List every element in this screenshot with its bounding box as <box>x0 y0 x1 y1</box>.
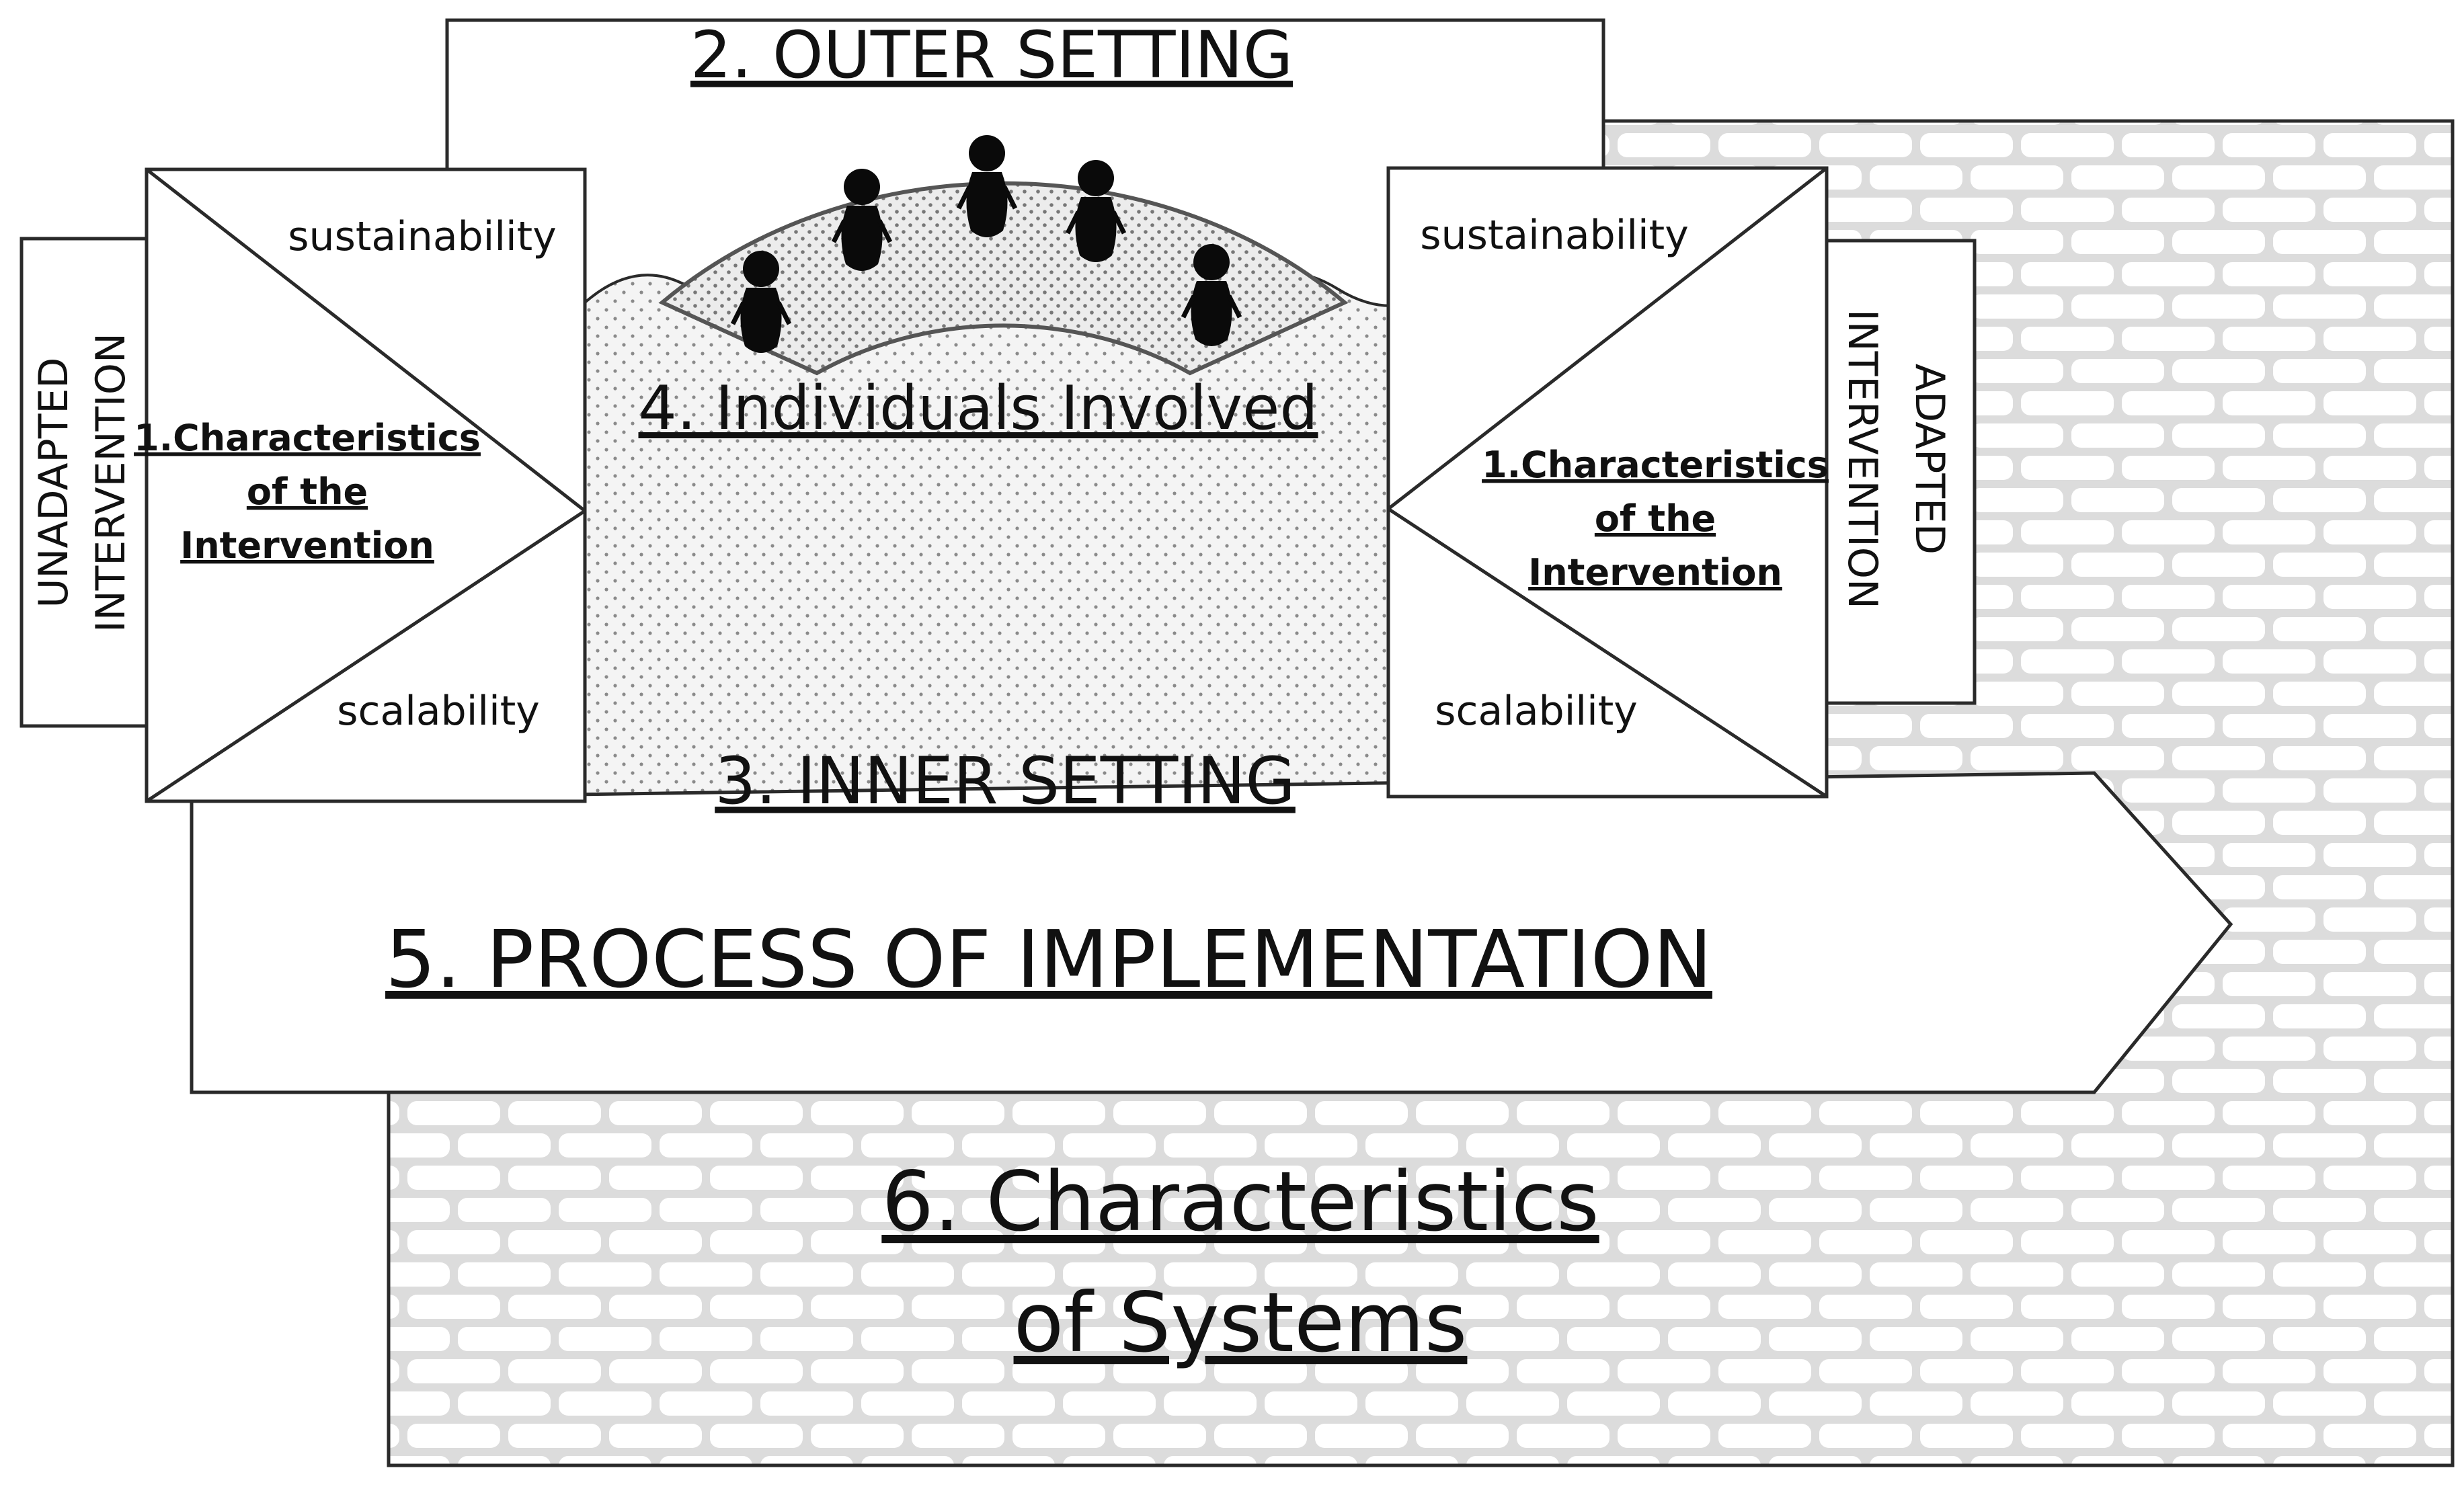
people-group <box>730 135 1242 353</box>
inner-setting-label: 3. INNER SETTING <box>715 743 1296 819</box>
unadapted-label-line1: UNADAPTED <box>30 358 77 608</box>
person-icon <box>956 135 1018 237</box>
systems-label-line2: of Systems <box>1014 1275 1468 1371</box>
person-icon <box>730 251 792 353</box>
left-sustainability-label: sustainability <box>288 213 556 260</box>
right-scalability-label: scalability <box>1435 688 1638 735</box>
individuals-label: 4. Individuals Involved <box>639 373 1318 444</box>
systems-label-line1: 6. Characteristics <box>881 1154 1599 1250</box>
right-diagonal-top <box>1387 167 1828 510</box>
right-characteristics-line3: Intervention <box>1528 551 1782 594</box>
left-characteristics-line3: Intervention <box>180 524 434 567</box>
outer-setting-label: 2. OUTER SETTING <box>690 17 1293 93</box>
right-diagonal-bottom <box>1387 507 1828 799</box>
person-icon <box>831 169 893 271</box>
right-sustainability-label: sustainability <box>1420 212 1688 259</box>
left-intervention-box <box>145 167 587 803</box>
right-intervention-box <box>1386 166 1829 799</box>
unadapted-tab <box>19 237 151 728</box>
adapted-tab <box>1821 239 1977 705</box>
left-characteristics-line1: 1.Characteristics <box>134 417 481 459</box>
right-characteristics-line2: of the <box>1595 497 1716 540</box>
right-characteristics-line1: 1.Characteristics <box>1482 444 1829 486</box>
process-label: 5. PROCESS OF IMPLEMENTATION <box>385 913 1712 1006</box>
adapted-label-line1: ADAPTED <box>1906 364 1953 555</box>
unadapted-label-line2: INTERVENTION <box>87 333 134 633</box>
individuals-arc <box>658 181 1349 376</box>
left-scalability-label: scalability <box>337 688 540 735</box>
left-characteristics-line2: of the <box>247 471 368 513</box>
left-diagonal-top <box>145 168 586 512</box>
person-icon <box>1181 244 1242 346</box>
person-icon <box>1065 160 1127 262</box>
adapted-label-line2: INTERVENTION <box>1839 309 1886 609</box>
left-diagonal-bottom <box>145 509 586 803</box>
